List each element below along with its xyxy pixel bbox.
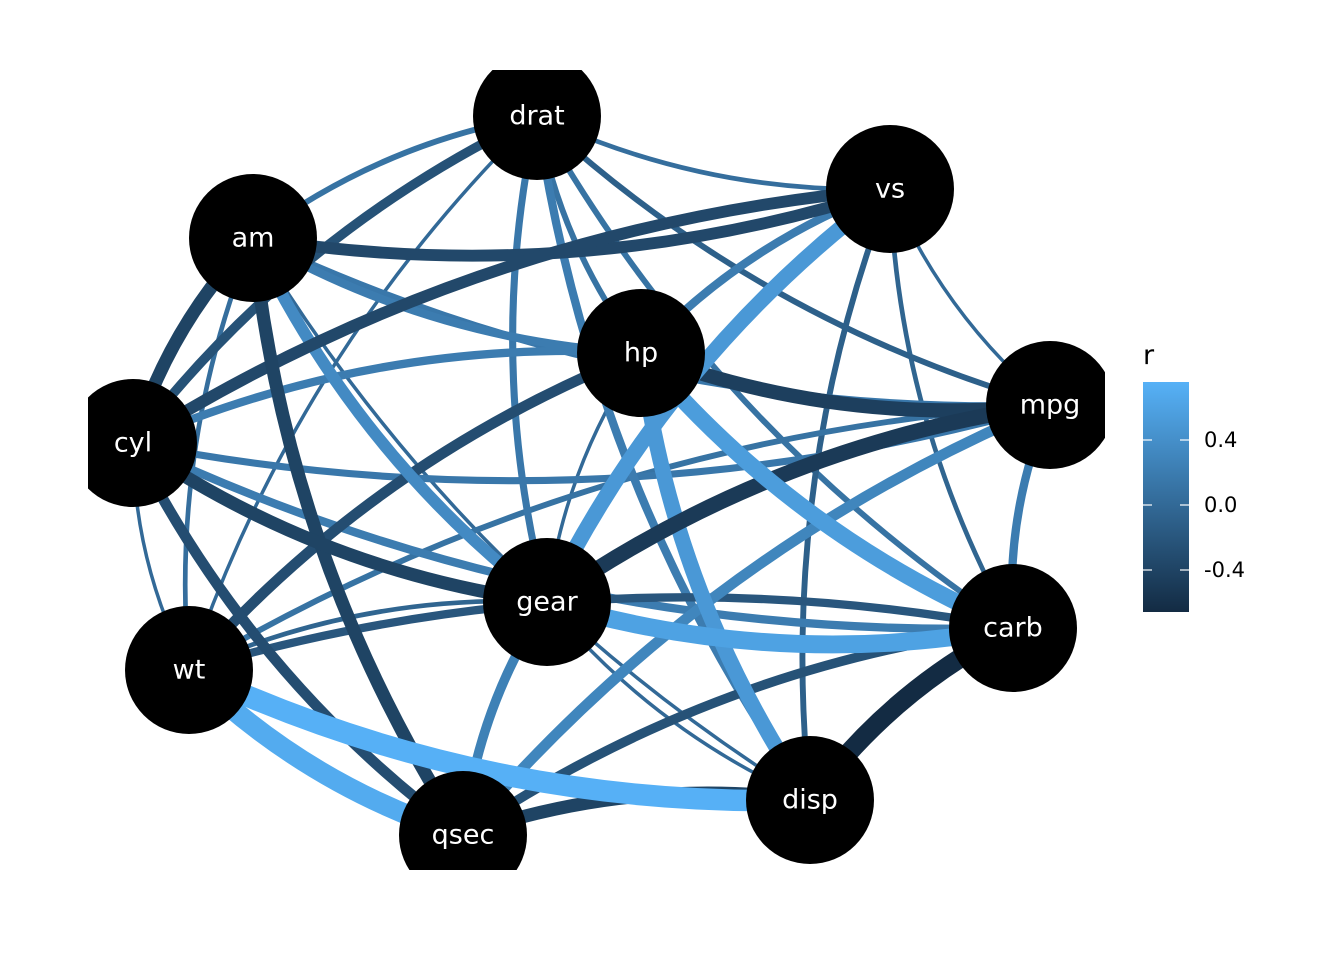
edge-gear-carb <box>544 593 1015 654</box>
node-wt <box>125 606 253 734</box>
edge-drat-cyl <box>129 111 540 446</box>
node-label-qsec: qsec <box>432 820 495 851</box>
legend-tick-label: 0.0 <box>1204 493 1237 517</box>
edge-vs-disp <box>799 187 893 801</box>
edge-drat-carb <box>534 114 1015 631</box>
node-carb <box>949 564 1077 692</box>
legend-tick-label: -0.4 <box>1204 558 1245 582</box>
edge-mpg-qsec <box>458 400 1053 839</box>
node-drat <box>473 70 601 180</box>
edge-mpg-gear <box>542 397 1052 609</box>
node-qsec <box>399 771 527 870</box>
node-vs <box>826 125 954 253</box>
node-label-hp: hp <box>624 338 658 369</box>
node-gear <box>483 538 611 666</box>
color-legend: r 0.4 0.0 -0.4 <box>1143 340 1245 612</box>
node-label-wt: wt <box>173 655 206 686</box>
edge-wt-disp <box>184 660 811 812</box>
node-label-carb: carb <box>983 613 1043 644</box>
node-disp <box>746 736 874 864</box>
legend-tick-label: 0.4 <box>1204 428 1237 452</box>
edge-am-gear <box>247 235 551 607</box>
node-hp <box>577 289 705 417</box>
node-cyl <box>88 379 197 507</box>
node-label-cyl: cyl <box>114 428 152 459</box>
edge-drat-gear <box>509 115 551 603</box>
node-label-am: am <box>232 223 275 254</box>
node-label-mpg: mpg <box>1020 390 1081 421</box>
edge-vs-cyl <box>129 183 891 449</box>
node-am <box>189 174 317 302</box>
legend-title: r <box>1143 340 1155 371</box>
edge-cyl-qsec <box>128 440 467 840</box>
edge-hp-disp <box>633 352 817 805</box>
nodes: drat vs am hp mpg cyl gear carb wt disp qsec <box>88 70 1105 870</box>
edge-hp-carb <box>634 347 1017 636</box>
node-label-gear: gear <box>516 587 578 618</box>
node-label-disp: disp <box>782 785 838 816</box>
legend-colorbar <box>1143 382 1189 612</box>
node-label-drat: drat <box>509 101 564 132</box>
node-mpg <box>986 341 1105 469</box>
edge-am-disp <box>251 237 811 802</box>
node-label-vs: vs <box>875 174 905 205</box>
edge-hp-cyl <box>131 346 642 447</box>
